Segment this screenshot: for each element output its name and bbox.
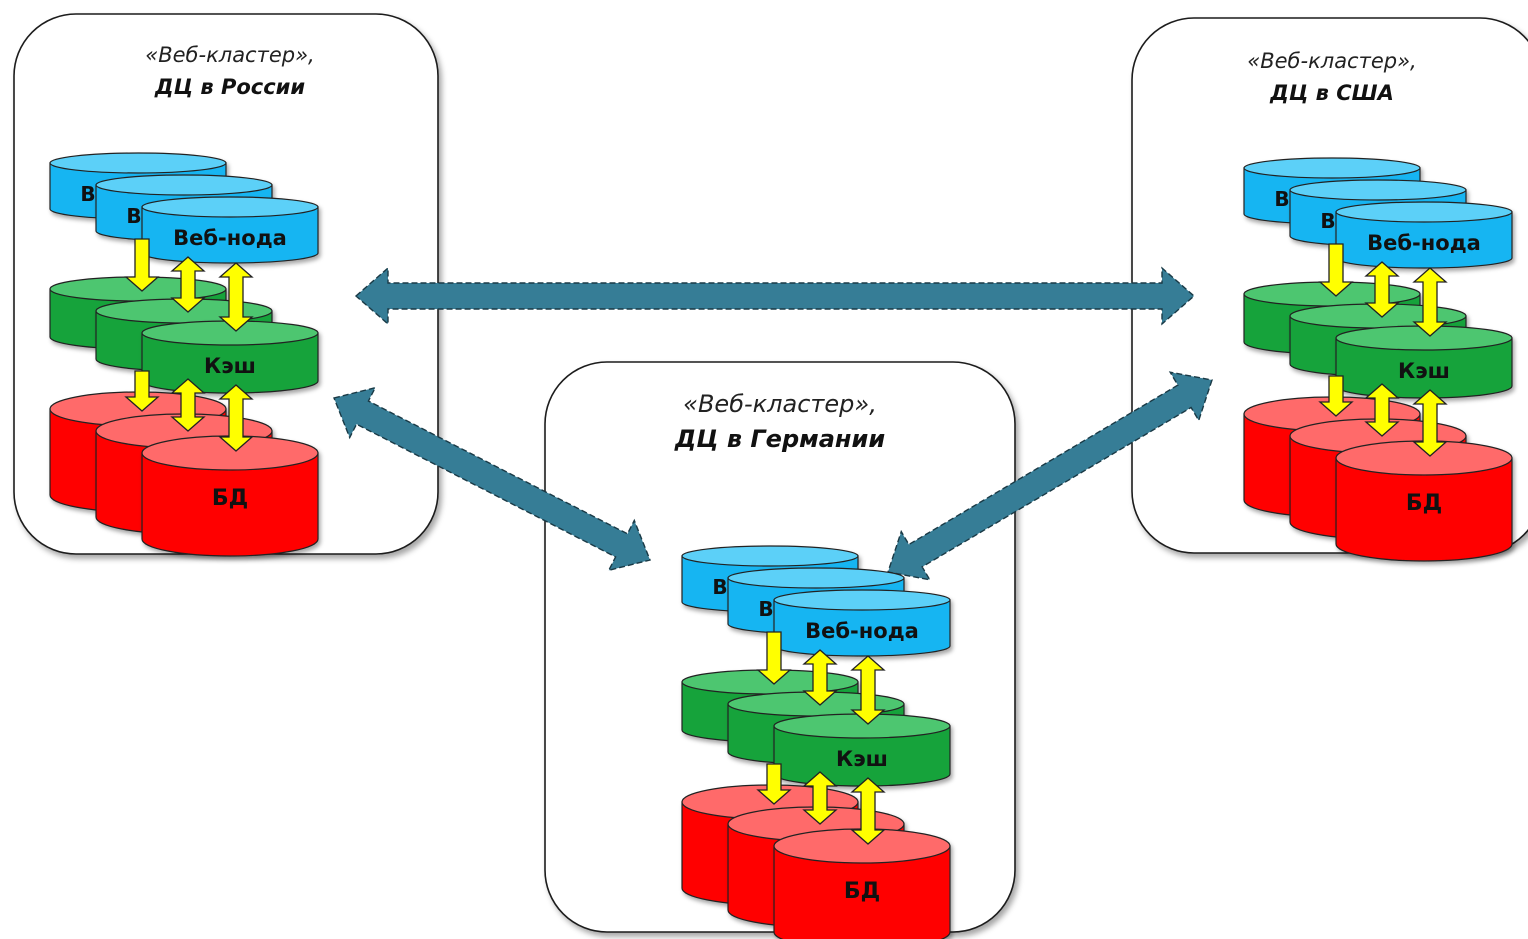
- web-cache-arrow: [218, 262, 254, 332]
- web-cache-arrow: [850, 655, 886, 725]
- cache-db-arrow: [802, 771, 838, 825]
- cache-node-label: Кэш: [204, 354, 256, 378]
- web-node-cylinder: [1335, 201, 1513, 269]
- web-node-cylinder: [141, 196, 319, 264]
- cache-node-label: Кэш: [1398, 359, 1450, 383]
- db-node-label: БД: [212, 486, 248, 511]
- web-cache-arrow: [170, 256, 206, 313]
- web-to-cache-arrow: [124, 238, 160, 292]
- cache-to-db-arrow: [1318, 375, 1354, 417]
- cache-db-arrow: [850, 777, 886, 845]
- db-node-label: БД: [844, 879, 880, 904]
- web-cache-arrow: [1412, 267, 1448, 337]
- db-node-cylinder: [141, 435, 319, 557]
- web-cache-arrow: [802, 649, 838, 706]
- cache-node-cylinder: [1335, 325, 1513, 399]
- cache-to-db-arrow: [756, 763, 792, 805]
- web-node-label-rear: В: [712, 575, 727, 599]
- link-arrow-russia-germany: [333, 386, 651, 572]
- web-node-label: Веб-нода: [1367, 231, 1481, 255]
- web-node-label-middle: В: [758, 597, 773, 621]
- db-node-label: БД: [1406, 491, 1442, 516]
- cluster-stacks: ВВВеб-нодаКэшБДВВВеб-нодаКэшБДВВВеб-нода…: [49, 152, 1513, 939]
- replication-links: [333, 266, 1213, 581]
- web-node-label-rear: В: [80, 182, 95, 206]
- cluster-title-germany: «Веб-кластер»,: [683, 390, 877, 418]
- cluster-location-usa: ДЦ в США: [1269, 81, 1394, 105]
- web-node-label: Веб-нода: [173, 226, 287, 250]
- cache-to-db-arrow: [124, 370, 160, 412]
- cluster-title-usa: «Веб-кластер»,: [1247, 49, 1416, 73]
- cluster-title-russia: «Веб-кластер»,: [145, 43, 314, 67]
- db-node-cylinder: [773, 828, 951, 939]
- cache-node-label: Кэш: [836, 747, 888, 771]
- cluster-location-germany: ДЦ в Германии: [674, 425, 886, 453]
- web-node-cylinder: [773, 589, 951, 657]
- cluster-location-russia: ДЦ в России: [154, 75, 306, 99]
- web-node-label-rear: В: [1274, 187, 1289, 211]
- web-node-label-middle: В: [126, 204, 141, 228]
- web-node-label: Веб-нода: [805, 619, 919, 643]
- link-arrow-russia-usa: [354, 266, 1196, 326]
- web-node-label-middle: В: [1320, 209, 1335, 233]
- cache-db-arrow: [1412, 389, 1448, 457]
- cache-db-arrow: [1364, 383, 1400, 437]
- cache-db-arrow: [170, 378, 206, 432]
- web-to-cache-arrow: [1318, 243, 1354, 297]
- web-cache-arrow: [1364, 261, 1400, 318]
- web-to-cache-arrow: [756, 631, 792, 685]
- cache-db-arrow: [218, 384, 254, 452]
- cache-node-cylinder: [773, 713, 951, 787]
- db-node-cylinder: [1335, 440, 1513, 562]
